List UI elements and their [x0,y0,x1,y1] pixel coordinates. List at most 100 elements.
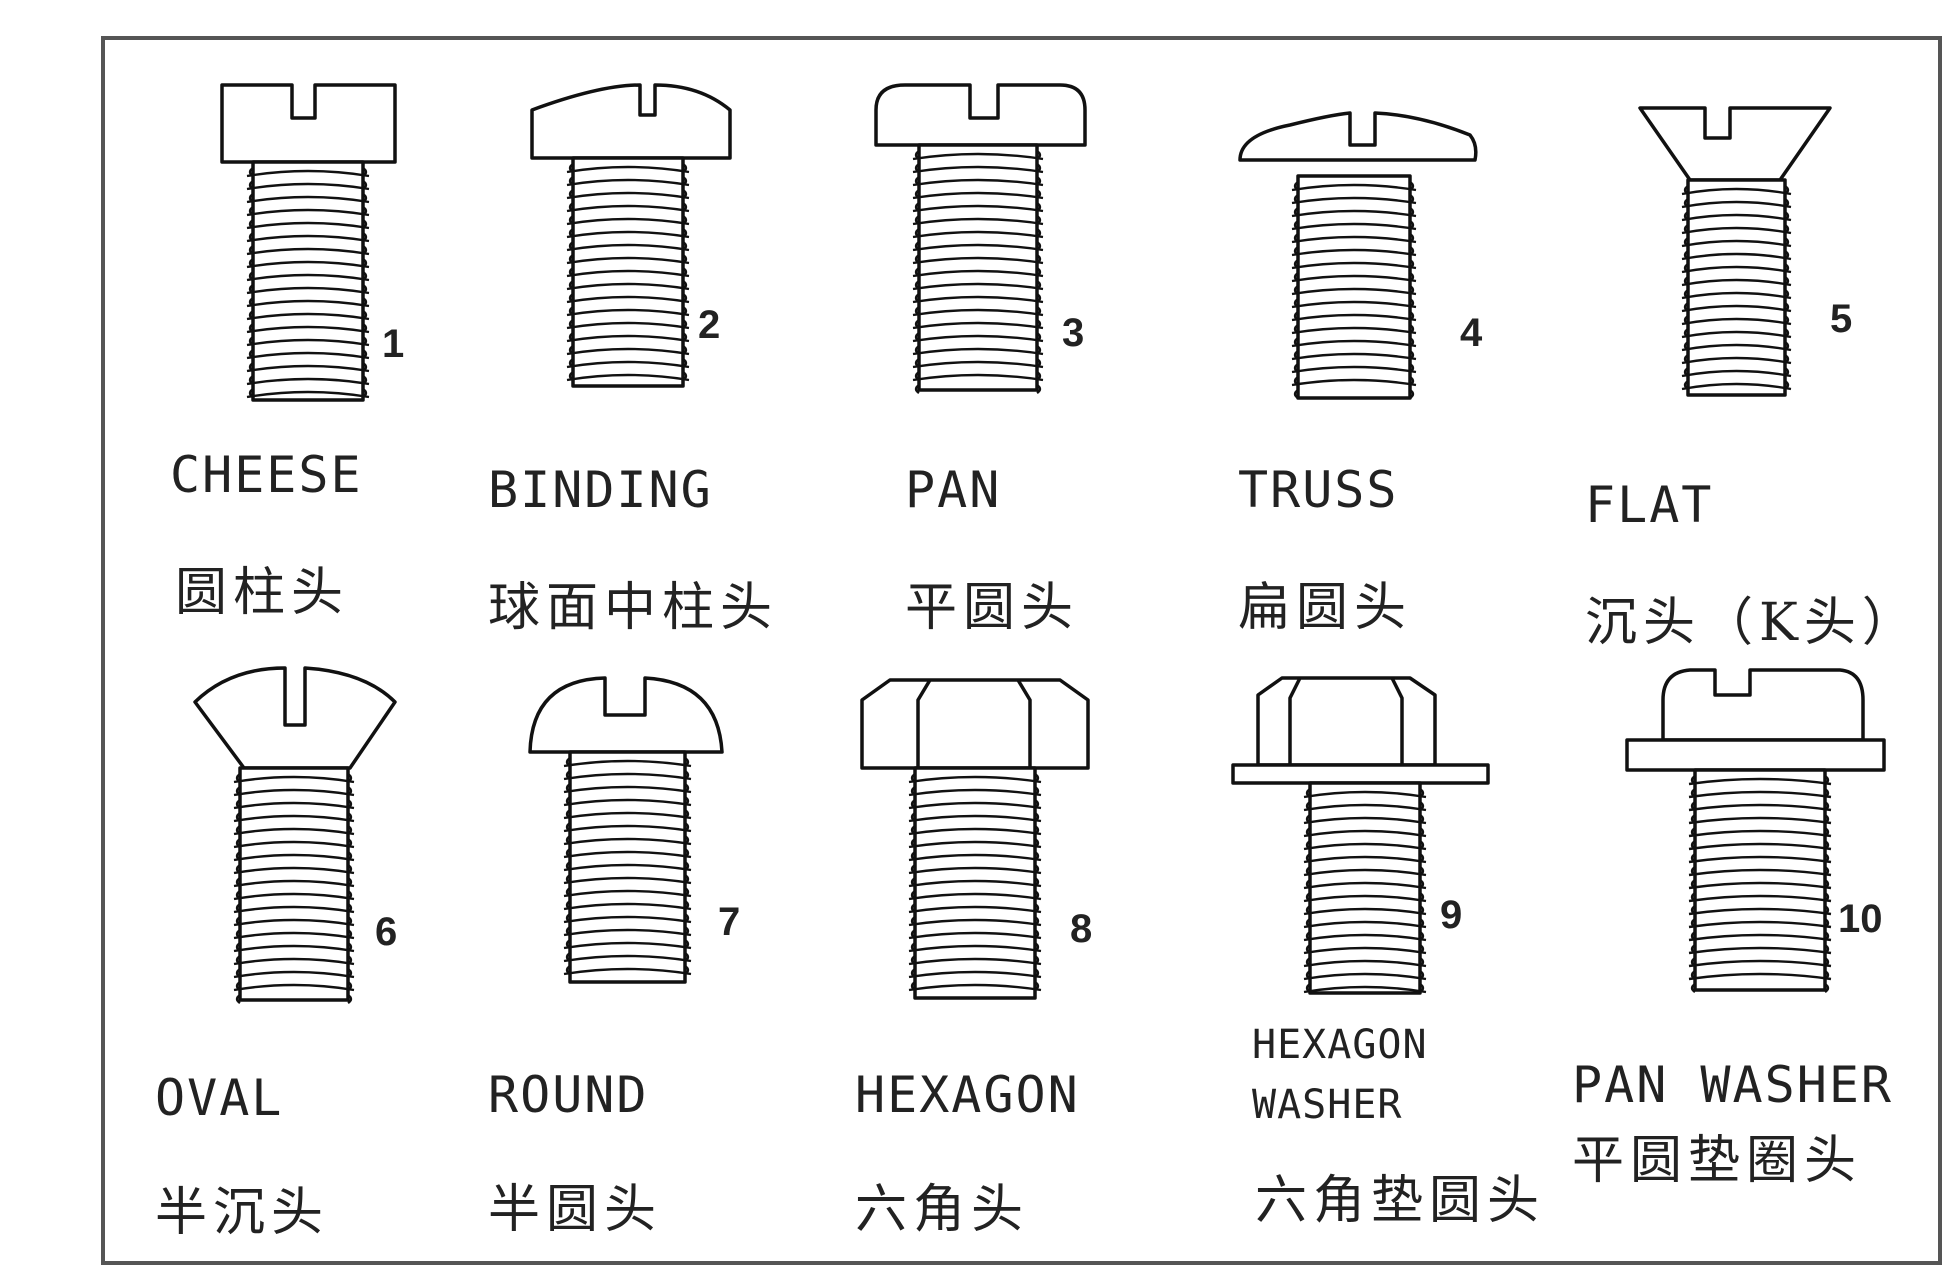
thread-line [1291,300,1417,309]
thread-crest [347,773,353,783]
thread-crest [248,310,254,320]
thread-crest [1784,185,1790,195]
thread-crest [682,280,688,290]
thread-line [563,824,692,833]
thread-group-5 [1681,185,1792,391]
thread-crest [914,254,920,264]
thread-crest [248,167,254,177]
thread-line [1688,894,1832,903]
thread-line [1303,920,1427,929]
thread-crest [347,994,353,1004]
thread-line [566,165,690,174]
thread-crest [910,929,916,939]
thread-crest [568,306,574,316]
thread-crest [1824,840,1830,850]
thread-crest [1419,788,1425,798]
thread-line [1303,985,1427,994]
thread-line [1688,972,1832,981]
thread-line [246,364,370,373]
thread-line [1681,213,1792,222]
thread-group-2 [566,163,690,382]
thread-line [233,905,355,914]
thread-line [233,840,355,849]
screw-4-name-en: TRUSS [1238,461,1399,519]
thread-crest [1690,931,1696,941]
thread-line [246,234,370,243]
thread-crest [1784,263,1790,273]
thread-crest [235,942,241,952]
thread-line [912,178,1044,187]
thread-crest [1305,814,1311,824]
screw-2-number: 2 [698,303,720,347]
thread-crest [682,176,688,186]
thread-crest [362,271,368,281]
thread-crest [910,968,916,978]
thread-line [566,347,690,356]
thread-line [1303,972,1427,981]
thread-crest [1419,853,1425,863]
thread-line [908,853,1042,862]
thread-crest [568,345,574,355]
thread-crest [1690,879,1696,889]
thread-crest [1824,983,1830,993]
screw-9-name-en-line1: HEXAGON [1252,1022,1428,1068]
thread-crest [1036,306,1042,316]
thread-crest [1409,207,1415,217]
thread-crest [682,306,688,316]
thread-crest [1683,198,1689,208]
screw-5-number: 5 [1830,297,1852,341]
thread-line [233,970,355,979]
thread-crest [1305,853,1311,863]
thread-line [1681,291,1792,300]
thread-line [1291,326,1417,335]
thread-crest [1419,918,1425,928]
thread-crest [1034,929,1040,939]
thread-crest [235,968,241,978]
thread-line [1291,378,1417,387]
thread-crest [1293,272,1299,282]
thread-crest [565,757,571,767]
thread-line [1681,239,1792,248]
thread-line [908,775,1042,784]
thread-line [246,221,370,230]
thread-crest [1409,298,1415,308]
thread-crest [1824,814,1830,824]
thread-crest [910,903,916,913]
thread-crest [362,388,368,398]
thread-crest [565,822,571,832]
thread-crest [1305,931,1311,941]
thread-line [563,941,692,950]
thread-line [1303,933,1427,942]
thread-crest [568,241,574,251]
thread-line [1688,829,1832,838]
thread-crest [1784,276,1790,286]
thread-crest [1409,311,1415,321]
thread-crest [1690,918,1696,928]
thread-crest [1419,827,1425,837]
thread-crest [914,202,920,212]
thread-crest [914,358,920,368]
thread-line [566,308,690,317]
thread-crest [1690,905,1696,915]
thread-crest [565,913,571,923]
thread-line [246,299,370,308]
thread-line [246,286,370,295]
thread-crest [1034,851,1040,861]
thread-line [1681,200,1792,209]
thread-crest [235,838,241,848]
thread-crest [235,903,241,913]
thread-crest [1784,289,1790,299]
thread-line [563,876,692,885]
thread-line [1681,317,1792,326]
thread-crest [1034,786,1040,796]
thread-line [1303,855,1427,864]
thread-crest [1419,866,1425,876]
thread-crest [1683,328,1689,338]
thread-crest [1034,916,1040,926]
thread-crest [1419,892,1425,902]
thread-line [566,295,690,304]
thread-crest [1034,812,1040,822]
thread-line [1688,842,1832,851]
thread-crest [1419,931,1425,941]
